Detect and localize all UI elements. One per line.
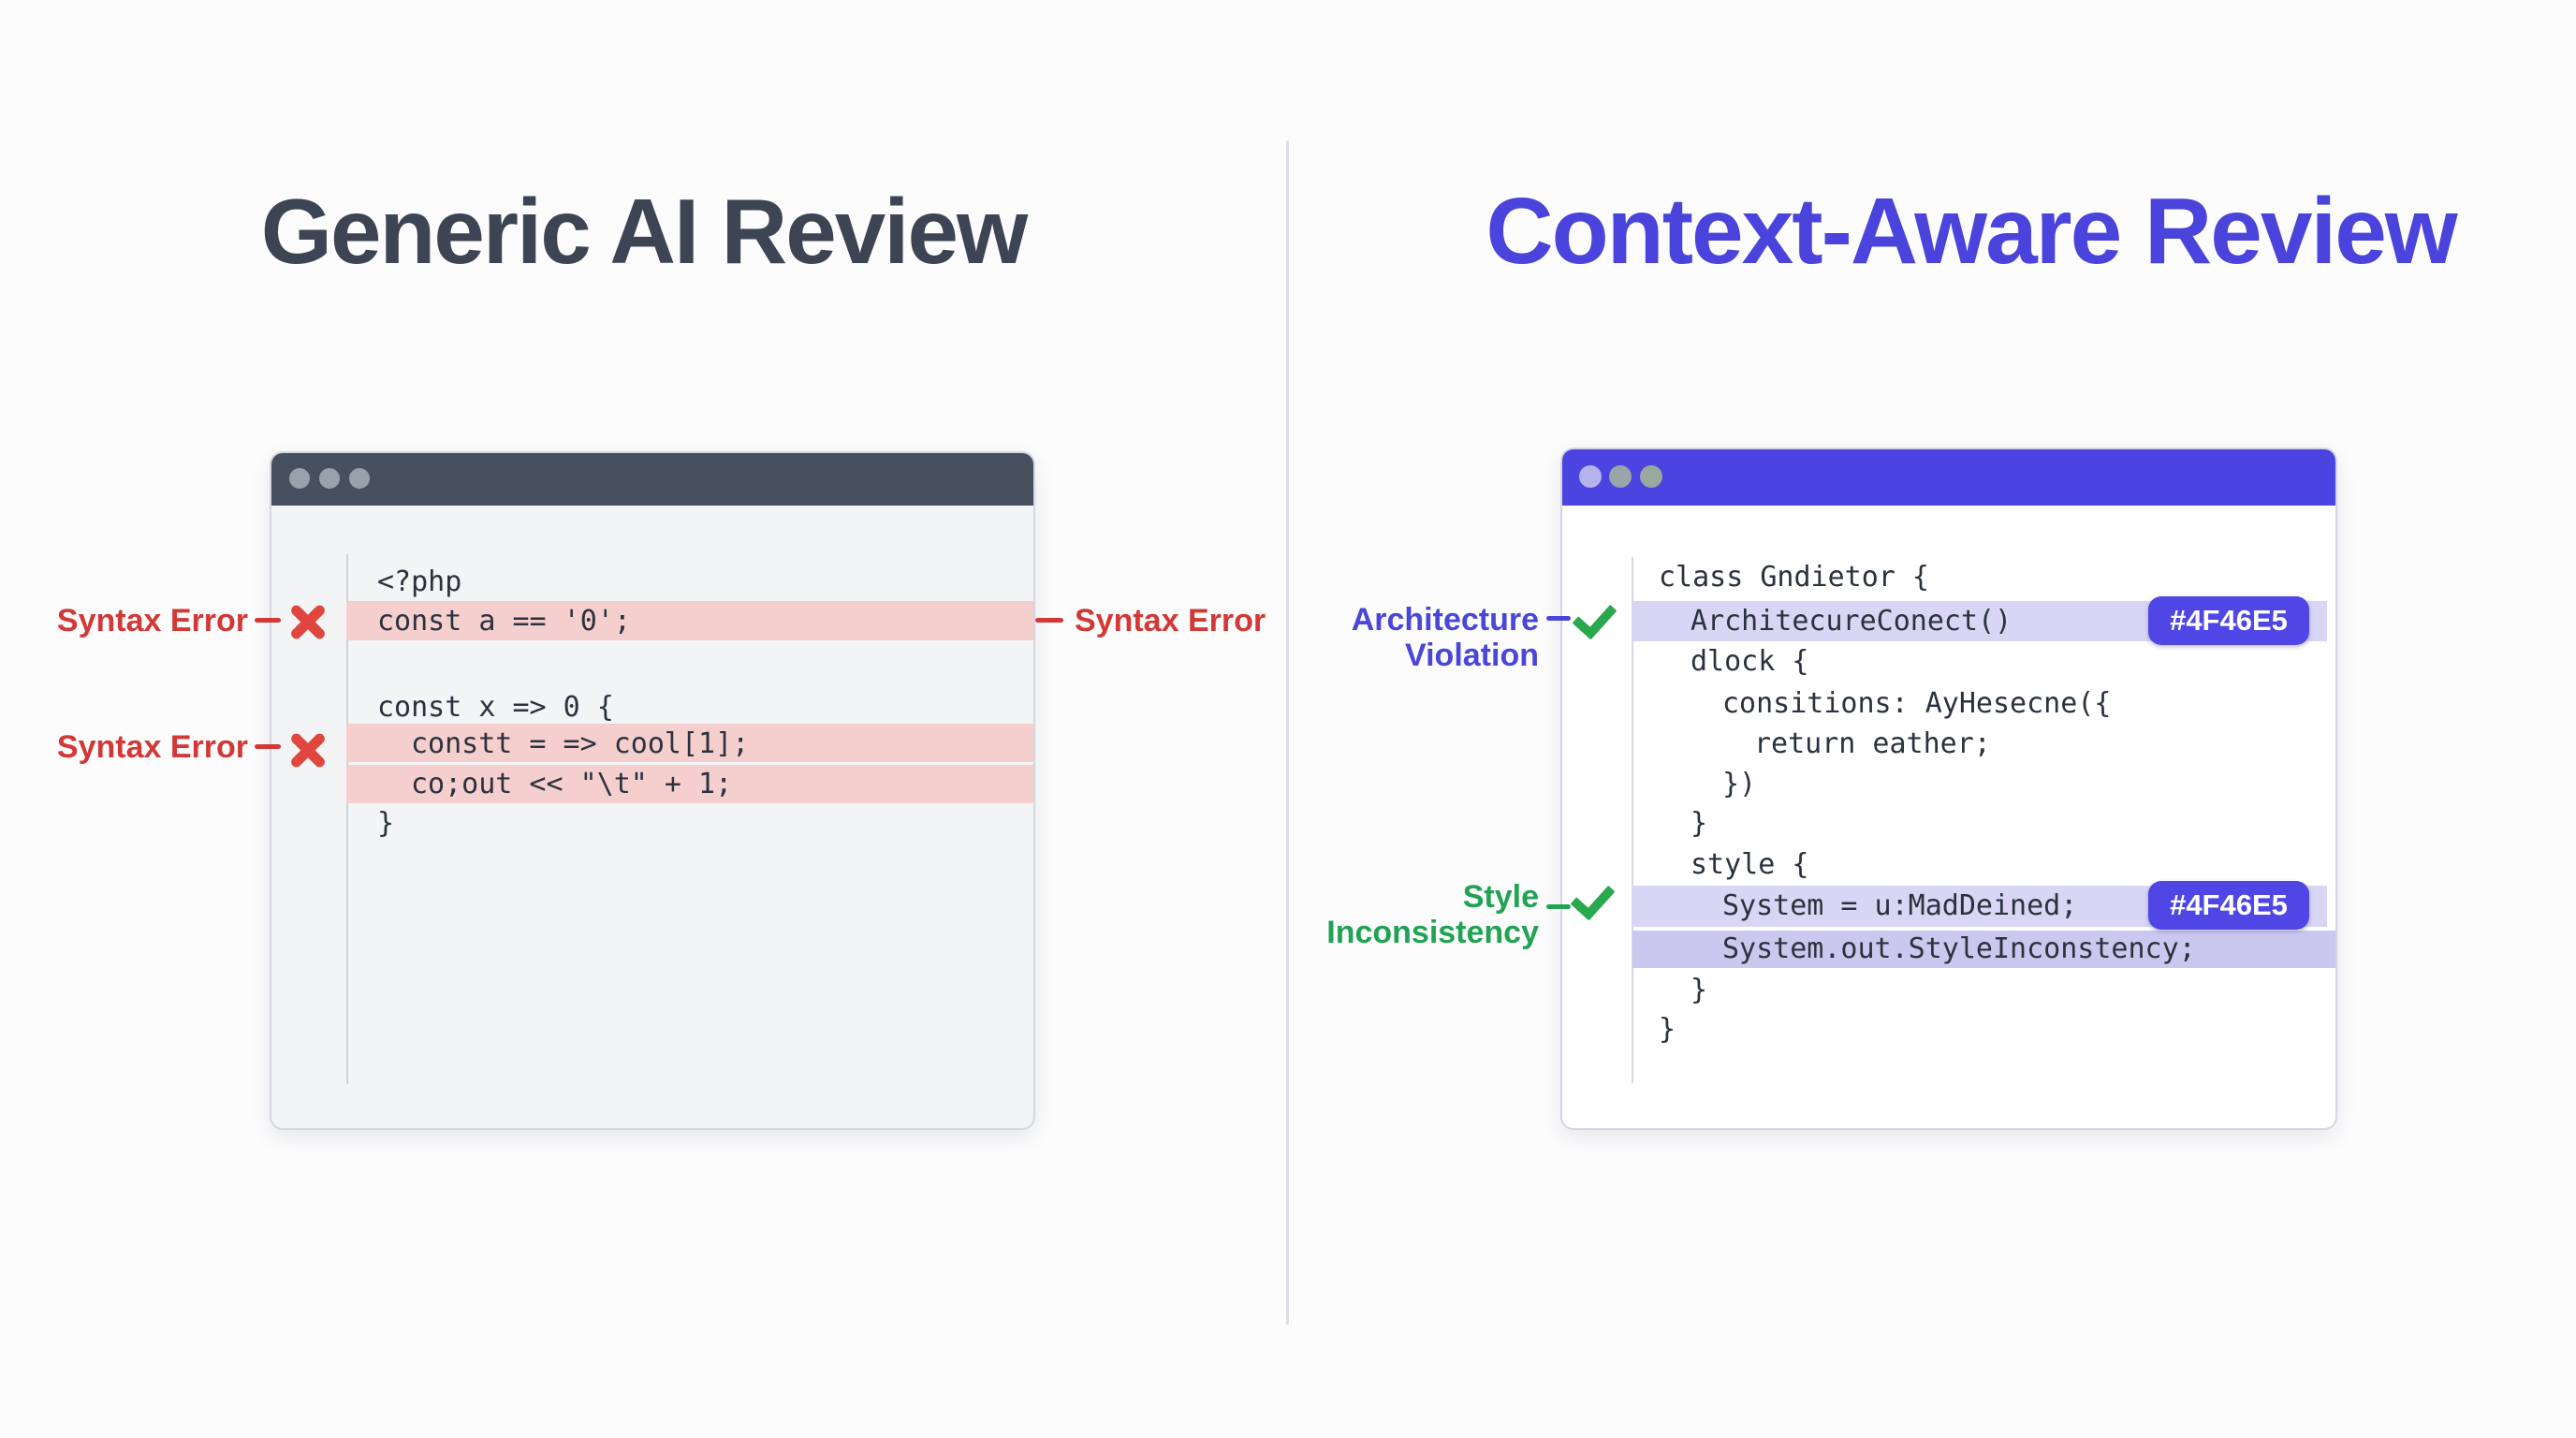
window-dot-2[interactable] bbox=[319, 468, 340, 489]
syntax-error-label-2: Syntax Error bbox=[56, 729, 248, 765]
annotation-dash bbox=[255, 618, 281, 623]
window-dot-3[interactable] bbox=[1640, 465, 1662, 488]
left-window-titlebar bbox=[271, 453, 1033, 506]
code-line: System = u:MadDeined; bbox=[1722, 889, 2078, 922]
code-line: constt = => cool[1]; bbox=[411, 727, 750, 760]
syntax-error-label-3: Syntax Error bbox=[1075, 603, 1266, 638]
annotation-line-1: Style bbox=[1462, 879, 1539, 915]
error-highlight-band-3 bbox=[346, 765, 1033, 803]
window-dot-1[interactable] bbox=[289, 468, 310, 489]
error-x-icon bbox=[286, 728, 329, 771]
annotation-dash bbox=[1546, 616, 1571, 621]
code-line: dlock { bbox=[1690, 645, 1809, 678]
error-highlight-band-2 bbox=[346, 724, 1033, 762]
annotation-dash bbox=[1546, 904, 1571, 909]
style-highlight-band-2 bbox=[1632, 931, 2335, 968]
code-line: System.out.StyleInconstency; bbox=[1722, 932, 2196, 965]
annotation-dash bbox=[1035, 618, 1063, 623]
left-code-gutter bbox=[346, 554, 348, 1084]
color-badge: #4F46E5 bbox=[2148, 596, 2309, 645]
annotation-line-1: Architecture bbox=[1351, 602, 1539, 638]
code-line: return eather; bbox=[1754, 727, 1991, 760]
style-inconsistency-label: Style Inconsistency bbox=[1273, 879, 1539, 950]
code-line: const a == '0'; bbox=[377, 605, 631, 638]
color-badge: #4F46E5 bbox=[2148, 881, 2309, 930]
context-review-window bbox=[1560, 448, 2337, 1130]
code-line: co;out << "\t" + 1; bbox=[411, 768, 733, 800]
error-x-icon bbox=[286, 600, 329, 643]
right-panel-title: Context-Aware Review bbox=[1486, 179, 2457, 284]
right-code-gutter bbox=[1632, 557, 1633, 1083]
annotation-line-2: Inconsistency bbox=[1326, 915, 1539, 950]
annotation-dash bbox=[255, 744, 281, 749]
left-panel-title: Generic AI Review bbox=[260, 180, 1029, 283]
right-window-titlebar bbox=[1562, 449, 2335, 506]
window-dot-2[interactable] bbox=[1609, 465, 1632, 488]
annotation-line-2: Violation bbox=[1405, 638, 1539, 673]
code-line: consitions: AyHesecne({ bbox=[1722, 687, 2112, 720]
code-line: <?php bbox=[377, 565, 462, 598]
window-dot-3[interactable] bbox=[349, 468, 370, 489]
code-line: } bbox=[1690, 974, 1708, 1006]
window-dot-1[interactable] bbox=[1579, 465, 1602, 488]
code-line: } bbox=[377, 807, 395, 840]
code-line: class Gndietor { bbox=[1659, 561, 1929, 594]
error-highlight-band-1 bbox=[346, 601, 1033, 640]
code-line: ArchitecureConect() bbox=[1690, 605, 2012, 638]
panel-divider bbox=[1286, 140, 1289, 1325]
architecture-violation-label: Architecture Violation bbox=[1273, 602, 1539, 673]
code-line: } bbox=[1690, 807, 1708, 840]
code-line: } bbox=[1659, 1013, 1676, 1046]
code-line: const x => 0 { bbox=[377, 691, 614, 724]
code-line: style { bbox=[1690, 848, 1809, 881]
code-line: }) bbox=[1722, 768, 1757, 800]
syntax-error-label-1: Syntax Error bbox=[56, 603, 248, 638]
